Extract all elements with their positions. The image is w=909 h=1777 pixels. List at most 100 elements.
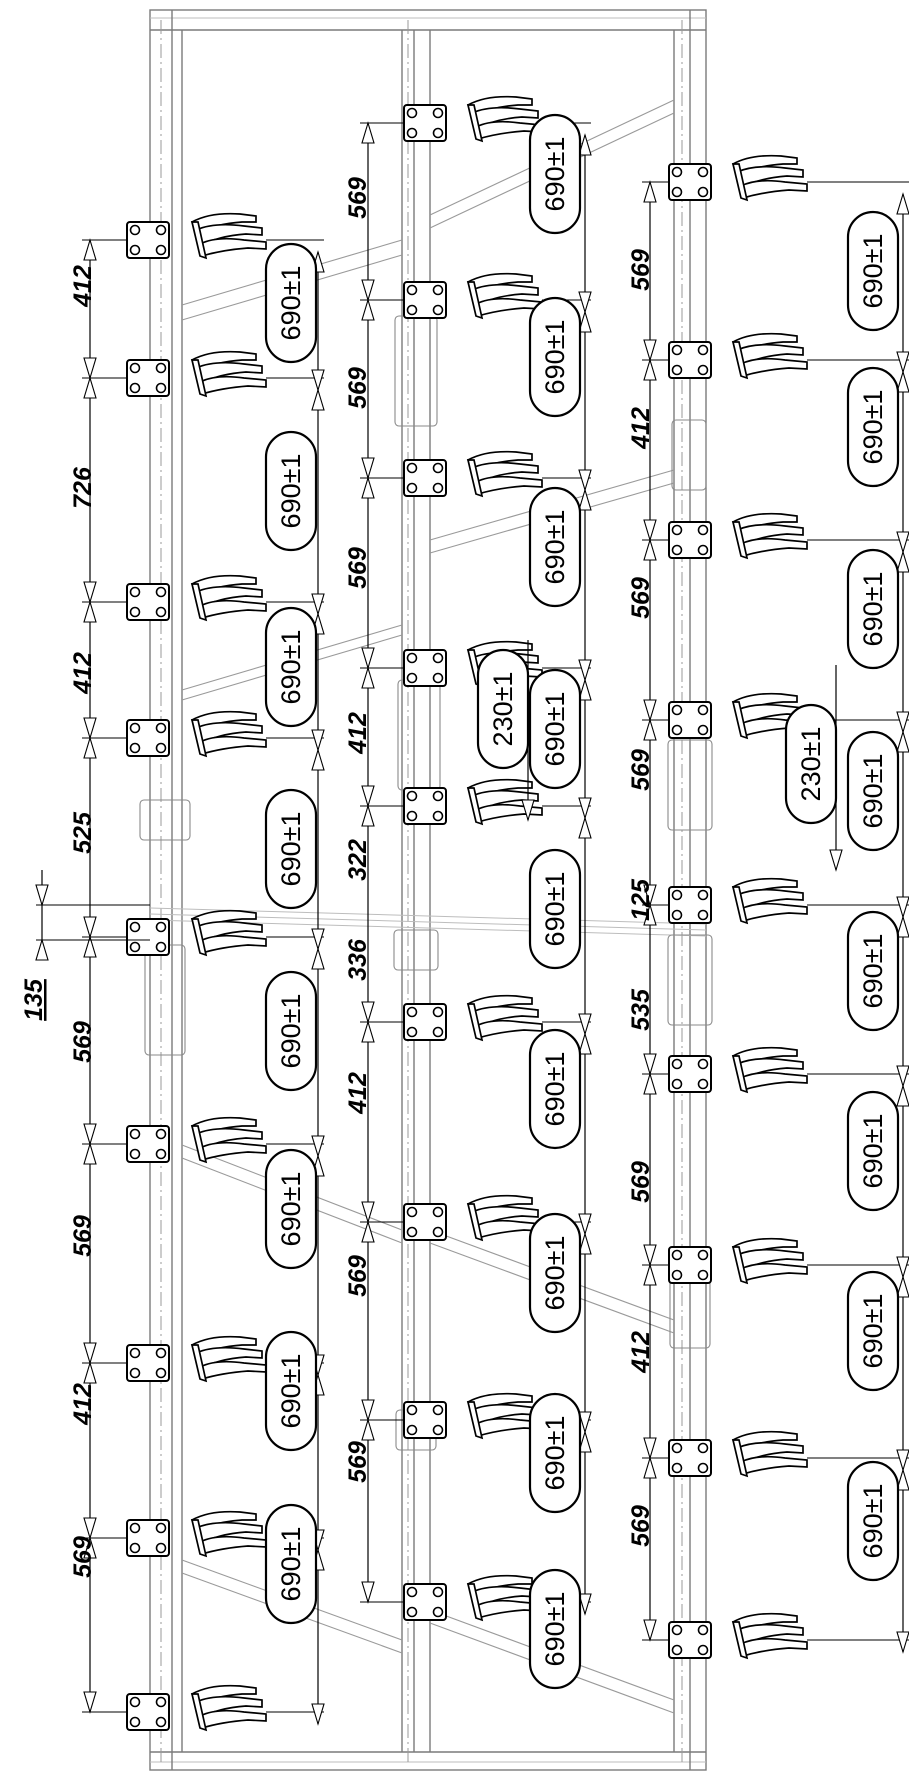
tolerance-pill: 690±1 [528,486,582,608]
tolerance-label: 690±1 [858,934,888,1009]
middle-column-spacing-labels: 569 569 569 412 322 336 412 569 569 [344,177,372,1483]
tolerance-pill: 690±1 [264,970,318,1092]
offset-tolerance-label: 230±1 [488,672,518,747]
tolerance-pill: 690±1 [846,730,900,852]
tolerance-label: 690±1 [276,1172,306,1247]
tine-assembly [403,450,543,497]
tolerance-pill: 230±1 [476,648,530,770]
tolerance-pill: 690±1 [264,242,318,364]
tolerance-pill: 690±1 [528,848,582,970]
middle-spacing-label: 569 [344,1255,372,1297]
left-spacing-label: 569 [69,1536,97,1578]
tine-assembly [126,1335,267,1382]
tine-assembly [126,1684,267,1731]
right-spacing-label: 125 [627,878,655,921]
tine-assembly [126,350,267,397]
tolerance-label: 690±1 [858,572,888,647]
right-spacing-label: 569 [627,1161,655,1203]
tolerance-label: 690±1 [276,266,306,341]
middle-spacing-label: 569 [344,547,372,589]
tolerance-label: 690±1 [540,320,570,395]
tine-assembly [403,95,543,142]
tolerance-label: 690±1 [858,1294,888,1369]
left-spacing-label: 412 [69,652,97,695]
tolerance-pill: 690±1 [846,1090,900,1212]
tolerance-pill: 690±1 [264,1503,318,1625]
tolerance-label: 690±1 [276,630,306,705]
tine-assembly [403,1574,543,1621]
tolerance-label: 690±1 [276,812,306,887]
offset-label: 135 [20,978,48,1021]
tolerance-label: 690±1 [858,1484,888,1559]
tolerance-pill: 690±1 [846,1270,900,1392]
middle-spacing-label: 336 [344,938,372,981]
machine-frame [149,9,707,1771]
right-spacing-label: 535 [627,988,655,1031]
middle-spacing-label: 412 [344,712,372,755]
right-spacing-label: 569 [627,749,655,791]
tolerance-pill: 690±1 [264,788,318,910]
tolerance-label: 690±1 [276,1354,306,1429]
tolerance-label: 690±1 [540,1592,570,1667]
tolerance-pill: 690±1 [264,1148,318,1270]
tine-clamps [126,95,808,1731]
tolerance-pill: 690±1 [528,668,582,790]
middle-column-tolerance-pills: 690±1 690±1 690±1 690±1 690±1 690±1 690±… [476,113,582,1690]
middle-spacing-label: 412 [344,1072,372,1115]
tolerance-pill: 690±1 [528,296,582,418]
tolerance-pill: 690±1 [846,910,900,1032]
tolerance-label: 690±1 [858,390,888,465]
right-column-tolerance-pills: 690±1 690±1 690±1 690±1 690±1 690±1 690±… [784,210,900,1582]
tolerance-label: 690±1 [540,872,570,947]
tine-assembly [403,272,543,319]
dimension-lines [35,121,909,1726]
tine-assembly [403,1194,543,1241]
tine-assembly [403,1392,543,1439]
tolerance-pill: 690±1 [264,1330,318,1452]
tolerance-label: 690±1 [540,1416,570,1491]
tolerance-label: 690±1 [276,1527,306,1602]
diagonal-braces [181,99,675,1714]
tolerance-pill: 690±1 [528,113,582,235]
tolerance-label: 690±1 [858,234,888,309]
tine-assembly [126,1510,267,1557]
tolerance-pill: 690±1 [528,1212,582,1334]
tolerance-pill: 690±1 [528,1392,582,1514]
tolerance-pill: 690±1 [528,1028,582,1150]
right-spacing-label: 569 [627,1505,655,1547]
tolerance-label: 690±1 [540,1236,570,1311]
tolerance-label: 690±1 [540,1052,570,1127]
tolerance-label: 690±1 [540,692,570,767]
right-spacing-label: 412 [627,407,655,450]
tine-assembly [126,212,267,259]
tolerance-pill: 690±1 [846,1460,900,1582]
left-spacing-label: 412 [69,1383,97,1426]
middle-spacing-label: 569 [344,177,372,219]
tolerance-pill: 230±1 [784,703,838,825]
tolerance-pill: 690±1 [528,1568,582,1690]
tine-assembly [126,574,267,621]
left-spacing-label: 569 [69,1215,97,1257]
tine-assembly [126,710,267,757]
right-spacing-label: 569 [627,249,655,291]
right-spacing-label: 569 [627,577,655,619]
tolerance-pill: 690±1 [846,366,900,488]
left-spacing-label: 412 [69,265,97,308]
tine-assembly [126,909,267,956]
tolerance-label: 690±1 [540,510,570,585]
tolerance-pill: 690±1 [846,548,900,670]
right-column-spacing-labels: 569 412 569 569 125 535 569 412 569 [627,249,655,1547]
tolerance-pill: 690±1 [264,430,318,552]
left-spacing-label: 569 [69,1021,97,1063]
left-spacing-label: 726 [69,466,97,509]
tolerance-pill: 690±1 [846,210,900,332]
offset-tolerance-label: 230±1 [796,727,826,802]
middle-spacing-label: 322 [344,839,372,881]
tolerance-label: 690±1 [858,754,888,829]
tolerance-label: 690±1 [276,454,306,529]
tine-assembly [403,778,543,825]
middle-spacing-label: 569 [344,1441,372,1483]
tolerance-pill: 690±1 [264,606,318,728]
tine-assembly [403,994,543,1041]
